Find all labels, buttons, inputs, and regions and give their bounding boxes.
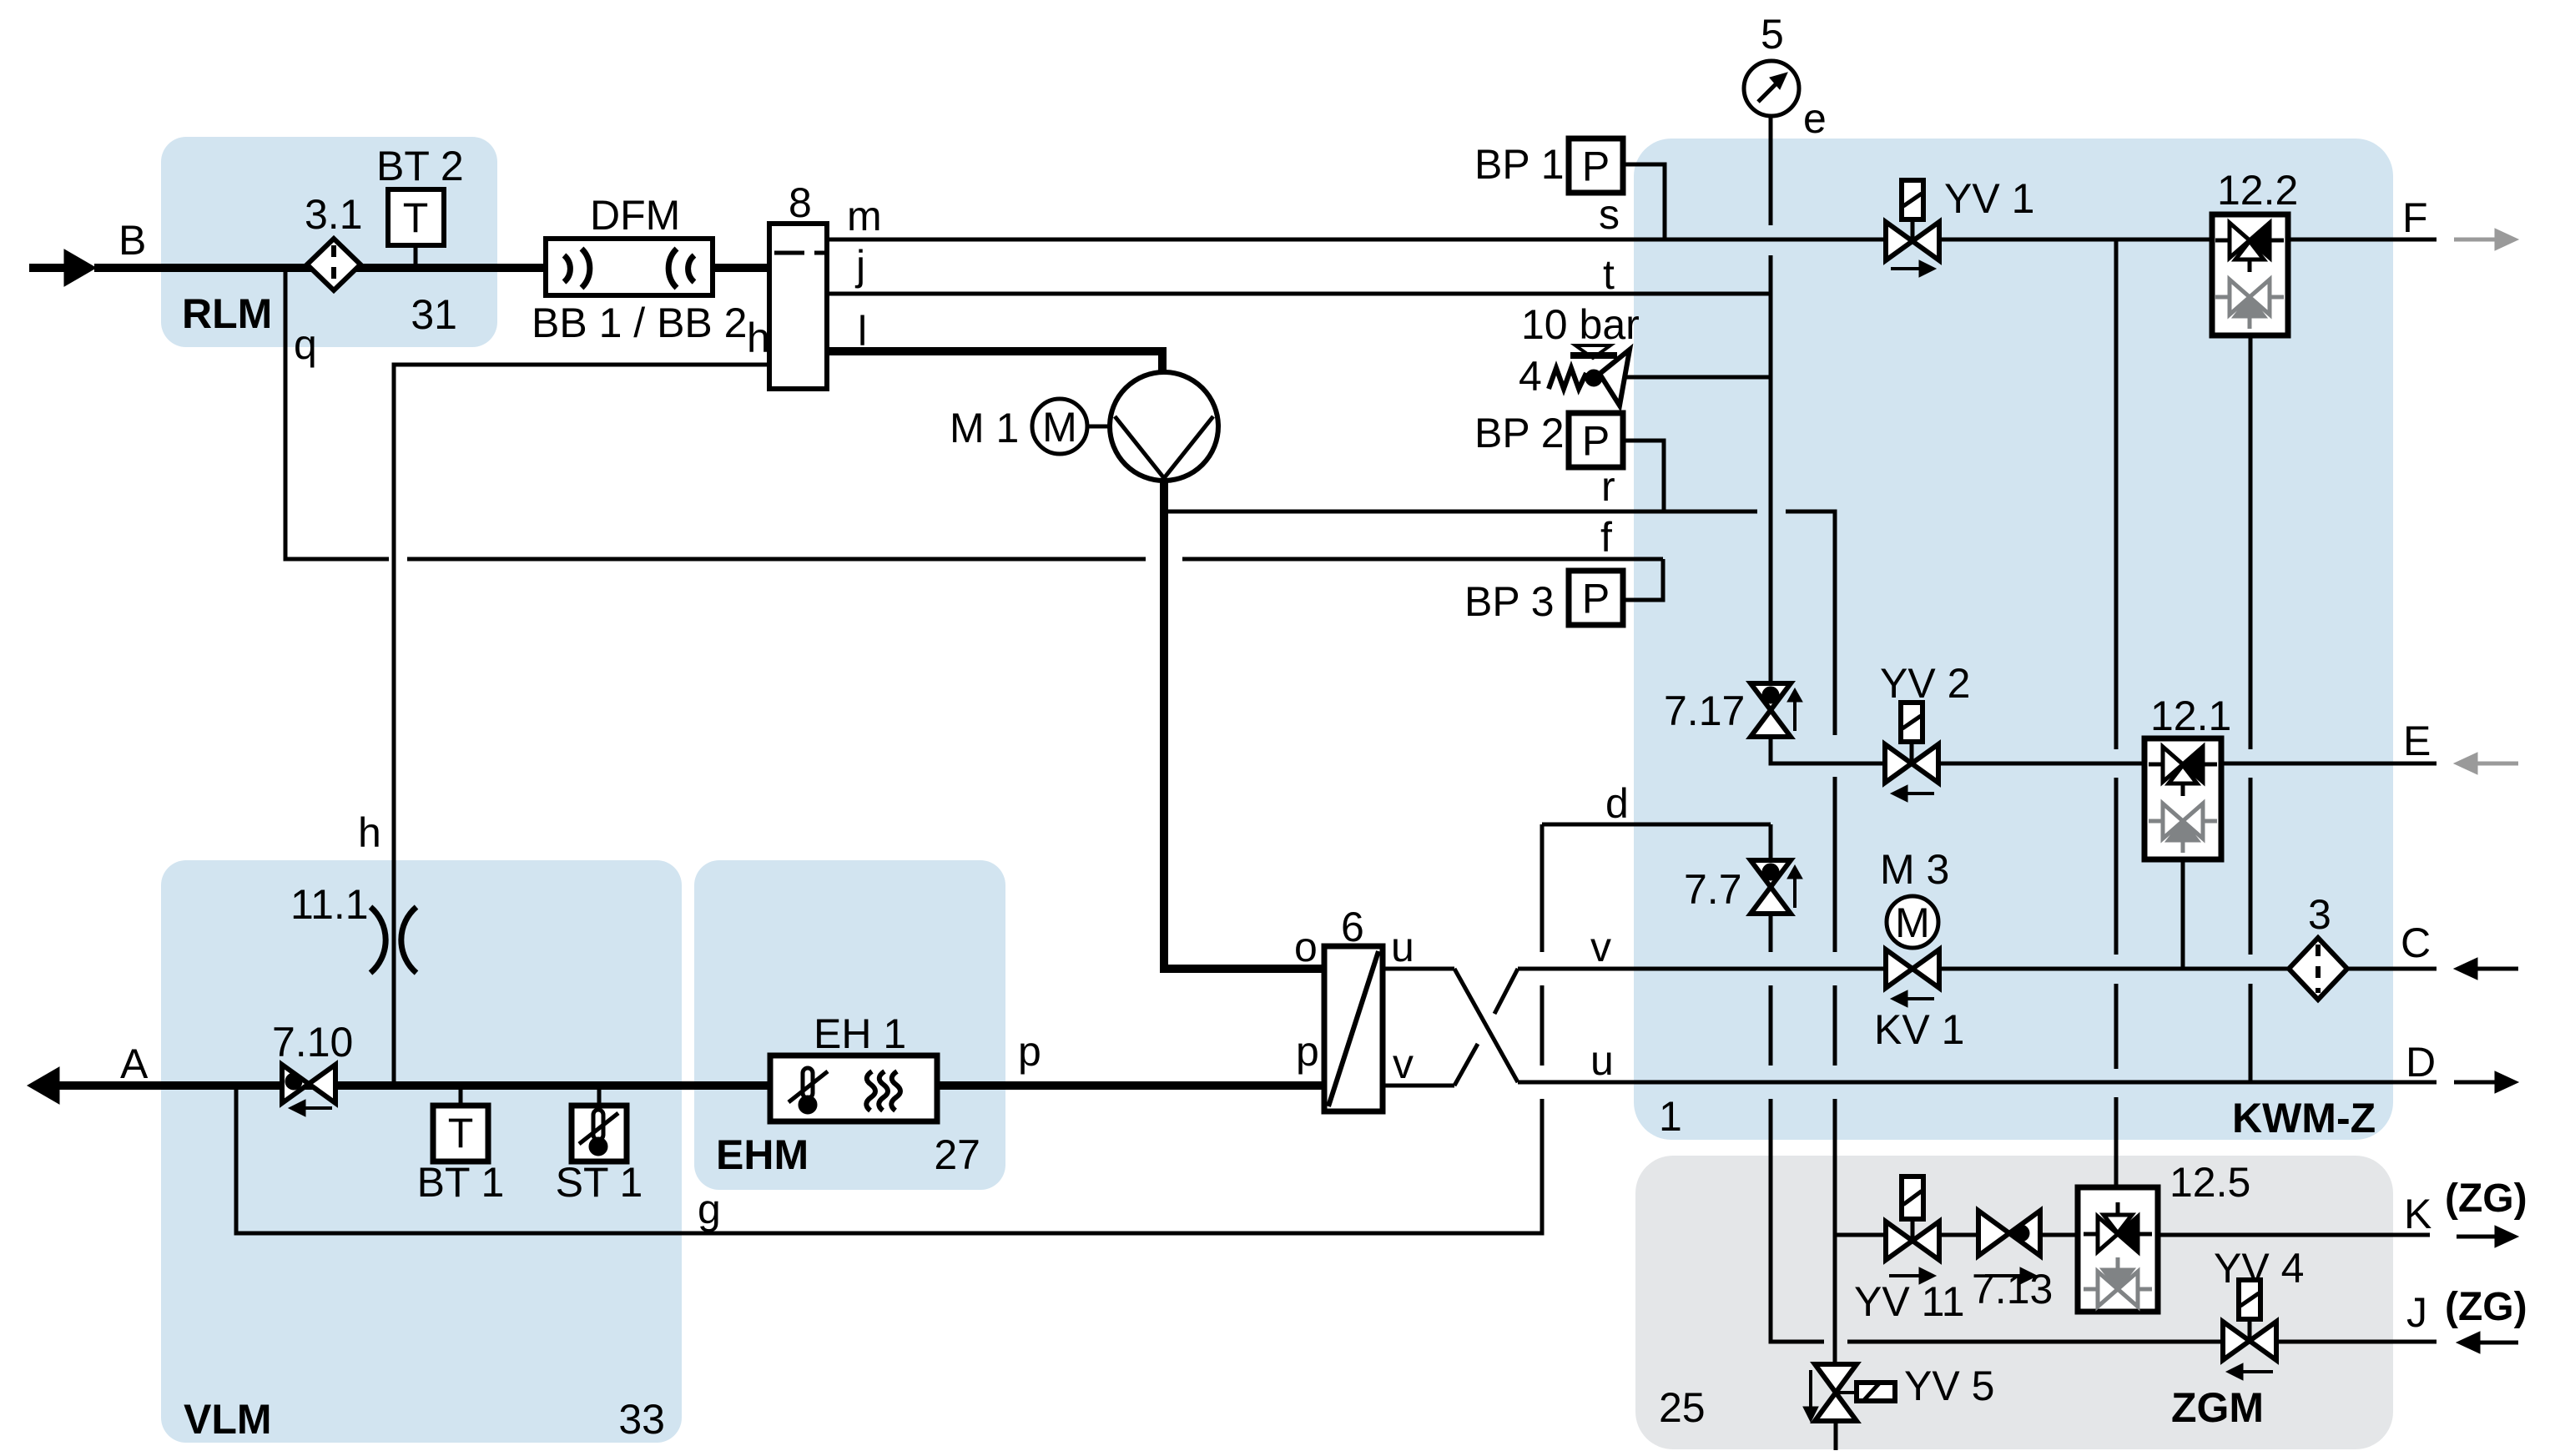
svg-text:YV 1: YV 1: [1944, 175, 2034, 222]
svg-text:(ZG): (ZG): [2445, 1176, 2527, 1221]
svg-text:BP 2: BP 2: [1474, 410, 1565, 456]
svg-text:u: u: [1590, 1037, 1614, 1084]
svg-text:P: P: [1582, 576, 1610, 622]
svg-text:J: J: [2406, 1289, 2427, 1336]
svg-text:BB 1 / BB 2: BB 1 / BB 2: [532, 300, 747, 346]
svg-text:27: 27: [934, 1131, 980, 1178]
svg-text:K: K: [2404, 1191, 2431, 1237]
svg-text:4: 4: [1519, 353, 1542, 400]
svg-text:VLM: VLM: [184, 1396, 272, 1443]
svg-text:BP 3: BP 3: [1464, 578, 1555, 625]
svg-text:3: 3: [2308, 891, 2331, 938]
svg-text:u: u: [1391, 924, 1414, 970]
svg-text:YV 5: YV 5: [1904, 1363, 1994, 1409]
svg-text:T: T: [448, 1110, 474, 1156]
svg-text:RLM: RLM: [182, 290, 272, 337]
svg-text:YV 11: YV 11: [1854, 1278, 1965, 1325]
svg-text:F: F: [2402, 194, 2428, 241]
svg-text:o: o: [1294, 924, 1318, 970]
svg-text:M: M: [1042, 404, 1077, 451]
svg-text:d: d: [1605, 780, 1629, 827]
svg-text:h: h: [747, 315, 770, 361]
svg-text:A: A: [120, 1040, 149, 1087]
svg-text:31: 31: [411, 291, 457, 338]
svg-text:KWM-Z: KWM-Z: [2232, 1095, 2376, 1141]
svg-text:6: 6: [1341, 904, 1364, 950]
svg-text:T: T: [403, 194, 429, 241]
svg-text:m: m: [847, 193, 882, 239]
svg-text:5: 5: [1761, 11, 1784, 58]
svg-text:ST 1: ST 1: [556, 1159, 643, 1206]
svg-text:P: P: [1582, 144, 1610, 190]
svg-text:BT 1: BT 1: [417, 1159, 505, 1206]
svg-text:25: 25: [1659, 1384, 1706, 1431]
svg-text:YV 2: YV 2: [1880, 660, 1970, 707]
svg-text:P: P: [1582, 418, 1610, 465]
svg-text:l: l: [858, 308, 867, 355]
svg-text:11.1: 11.1: [290, 881, 369, 928]
svg-text:E: E: [2403, 718, 2431, 764]
svg-text:KV 1: KV 1: [1874, 1006, 1964, 1053]
svg-text:ZGM: ZGM: [2171, 1384, 2264, 1431]
svg-text:7.13: 7.13: [1972, 1266, 2053, 1312]
svg-text:12.5: 12.5: [2169, 1159, 2250, 1206]
svg-text:v: v: [1393, 1040, 1414, 1087]
svg-text:s: s: [1599, 191, 1620, 238]
svg-text:7.10: 7.10: [272, 1019, 353, 1066]
svg-text:EHM: EHM: [716, 1131, 809, 1178]
svg-text:v: v: [1590, 924, 1611, 970]
svg-text:10 bar: 10 bar: [1521, 301, 1640, 348]
svg-text:12.2: 12.2: [2217, 167, 2298, 214]
svg-text:3.1: 3.1: [305, 191, 363, 238]
svg-text:YV 4: YV 4: [2214, 1245, 2304, 1292]
svg-text:BP 1: BP 1: [1474, 141, 1565, 188]
svg-text:p: p: [1018, 1028, 1041, 1075]
svg-text:M 1: M 1: [950, 405, 1019, 451]
svg-text:h: h: [358, 809, 381, 856]
svg-text:g: g: [698, 1186, 721, 1232]
svg-text:B: B: [118, 217, 146, 264]
svg-text:7.7: 7.7: [1684, 866, 1742, 913]
svg-text:e: e: [1803, 95, 1827, 142]
svg-text:p: p: [1296, 1028, 1319, 1075]
svg-text:33: 33: [618, 1396, 665, 1443]
svg-text:7.17: 7.17: [1664, 688, 1745, 734]
svg-text:(ZG): (ZG): [2445, 1285, 2527, 1329]
svg-text:r: r: [1601, 463, 1615, 510]
svg-text:8: 8: [789, 179, 812, 226]
svg-text:D: D: [2406, 1039, 2436, 1086]
svg-text:M: M: [1895, 899, 1930, 946]
svg-text:C: C: [2401, 919, 2431, 966]
svg-text:q: q: [294, 321, 317, 368]
svg-text:12.1: 12.1: [2150, 693, 2231, 739]
svg-text:t: t: [1603, 251, 1615, 298]
svg-text:BT 2: BT 2: [376, 143, 464, 189]
svg-text:f: f: [1600, 514, 1612, 561]
svg-text:j: j: [854, 242, 865, 289]
svg-text:M 3: M 3: [1880, 846, 1949, 893]
svg-text:EH 1: EH 1: [814, 1010, 906, 1057]
svg-text:1: 1: [1659, 1093, 1682, 1140]
svg-text:DFM: DFM: [590, 192, 680, 239]
